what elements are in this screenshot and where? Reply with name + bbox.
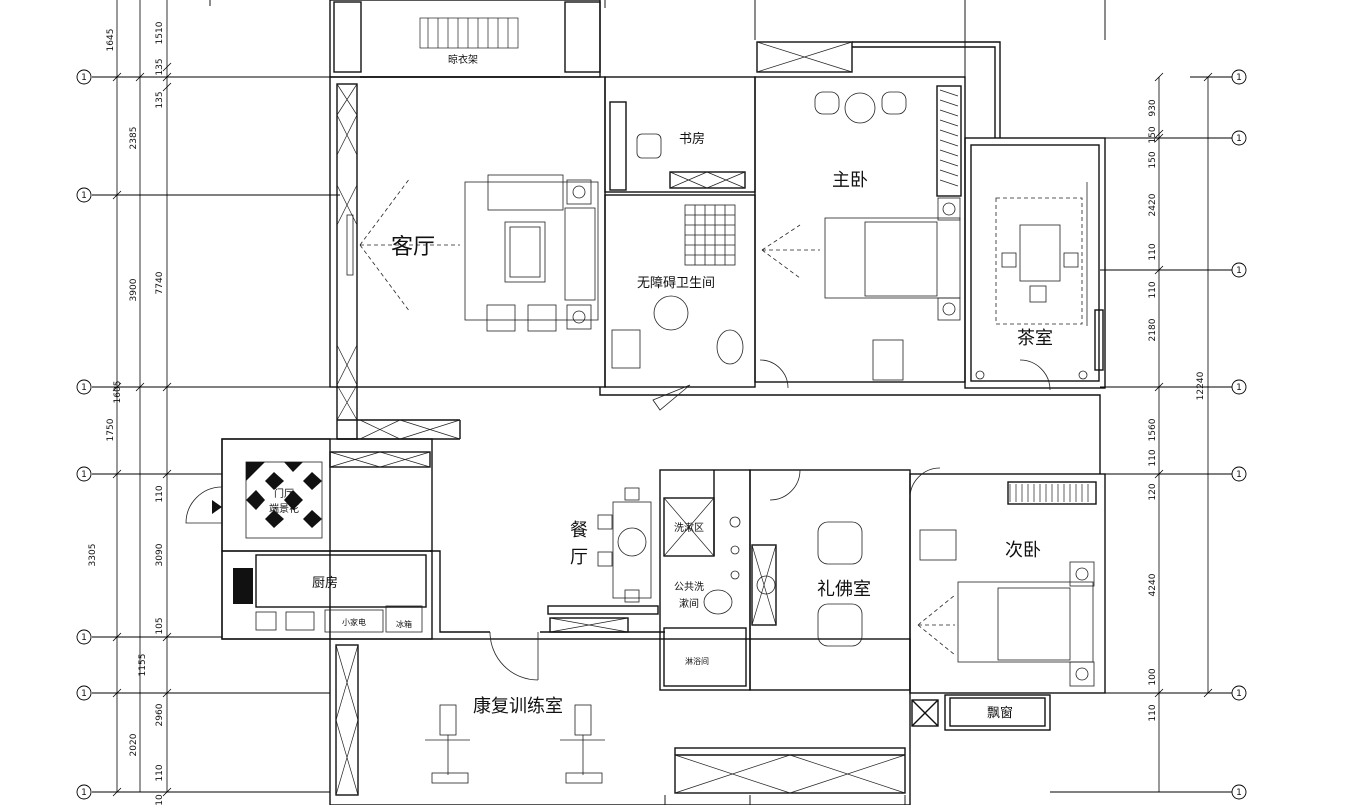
svg-text:1: 1 [81,788,87,798]
svg-text:1: 1 [81,191,87,201]
doors [185,359,1051,681]
svg-text:1: 1 [1236,788,1242,798]
svg-text:110: 110 [1148,281,1158,298]
label-wash-area: 洗漱区 [674,522,704,534]
svg-text:1605: 1605 [113,381,123,404]
label-entrance: 门厅 [274,487,294,500]
svg-text:1: 1 [81,470,87,480]
svg-text:7740: 7740 [155,271,165,294]
svg-text:1: 1 [81,383,87,393]
svg-text:1: 1 [1236,134,1242,144]
svg-text:1: 1 [81,689,87,699]
svg-text:110: 110 [1148,243,1158,260]
label-bay-window: 飘窗 [987,705,1013,721]
label-tea-room: 茶室 [1017,328,1053,349]
svg-text:1: 1 [81,633,87,643]
svg-text:105: 105 [155,617,165,634]
svg-text:1: 1 [1236,266,1242,276]
svg-text:110: 110 [1148,704,1158,721]
label-small-appliance: 小家电 [342,617,366,627]
svg-text:135: 135 [155,91,165,108]
svg-text:3305: 3305 [88,544,98,567]
svg-text:1510: 1510 [155,21,165,44]
dimension-right: 930 150 150 2420 110 110 2180 1560 110 1… [1148,72,1213,792]
svg-text:2020: 2020 [129,733,139,756]
svg-text:3090: 3090 [155,543,165,566]
svg-text:135: 135 [155,58,165,75]
svg-text:2960: 2960 [155,703,165,726]
svg-text:4240: 4240 [1148,573,1158,596]
svg-text:1645: 1645 [106,29,116,52]
label-dining-2: 厅 [570,547,588,568]
furniture [233,91,1095,784]
svg-text:110: 110 [155,485,165,502]
label-master-bedroom: 主卧 [832,170,868,191]
svg-text:1: 1 [81,73,87,83]
svg-text:1560: 1560 [1148,418,1158,441]
svg-text:150: 150 [1148,126,1158,143]
svg-text:1750: 1750 [106,418,116,441]
label-study: 书房 [679,131,705,147]
label-public-wash-1: 公共洗 [674,581,704,593]
svg-text:3900: 3900 [129,278,139,301]
label-kitchen: 厨房 [312,575,338,591]
svg-text:120: 120 [1148,483,1158,500]
label-worship-room: 礼佛室 [817,579,871,600]
label-drying-rack: 晾衣架 [448,53,478,66]
svg-text:2180: 2180 [1148,318,1158,341]
svg-text:1: 1 [1236,470,1242,480]
axis-lines [92,76,1232,793]
svg-text:110: 110 [155,764,165,781]
svg-text:100: 100 [1148,668,1158,685]
label-entrance-sub: 端景花 [269,502,299,515]
svg-text:10: 10 [155,794,165,805]
label-fridge: 冰箱 [396,619,412,629]
vertical-grid-lines [209,0,1106,805]
label-dining-1: 餐 [570,520,588,541]
svg-text:1: 1 [1236,689,1242,699]
room-labels: 客厅 书房 主卧 茶室 无障碍卫生间 晾衣架 门厅 端景花 厨房 小家电 冰箱 … [269,53,1053,721]
label-living-room: 客厅 [391,235,435,260]
axis-bubbles: 1 1 1 1 1 1 1 1 1 1 1 1 1 1 [76,69,1247,800]
svg-text:12240: 12240 [1196,371,1206,400]
label-second-bedroom: 次卧 [1005,540,1041,561]
dimension-left: 1645 2385 3900 1750 3305 1155 2020 1510 … [88,0,172,805]
svg-text:1155: 1155 [138,654,148,677]
svg-text:2420: 2420 [1148,193,1158,216]
label-rehab-room: 康复训练室 [473,696,563,717]
label-shower: 淋浴间 [685,656,709,666]
svg-text:1: 1 [1236,73,1242,83]
svg-text:110: 110 [1148,449,1158,466]
svg-text:1: 1 [1236,383,1242,393]
svg-text:150: 150 [1148,151,1158,168]
svg-text:2385: 2385 [129,127,139,150]
cabinets [329,17,1089,796]
walls [221,0,1106,805]
svg-text:930: 930 [1148,99,1158,116]
label-public-wash-2: 漱间 [679,597,699,610]
label-accessible-bathroom: 无障碍卫生间 [637,276,715,291]
